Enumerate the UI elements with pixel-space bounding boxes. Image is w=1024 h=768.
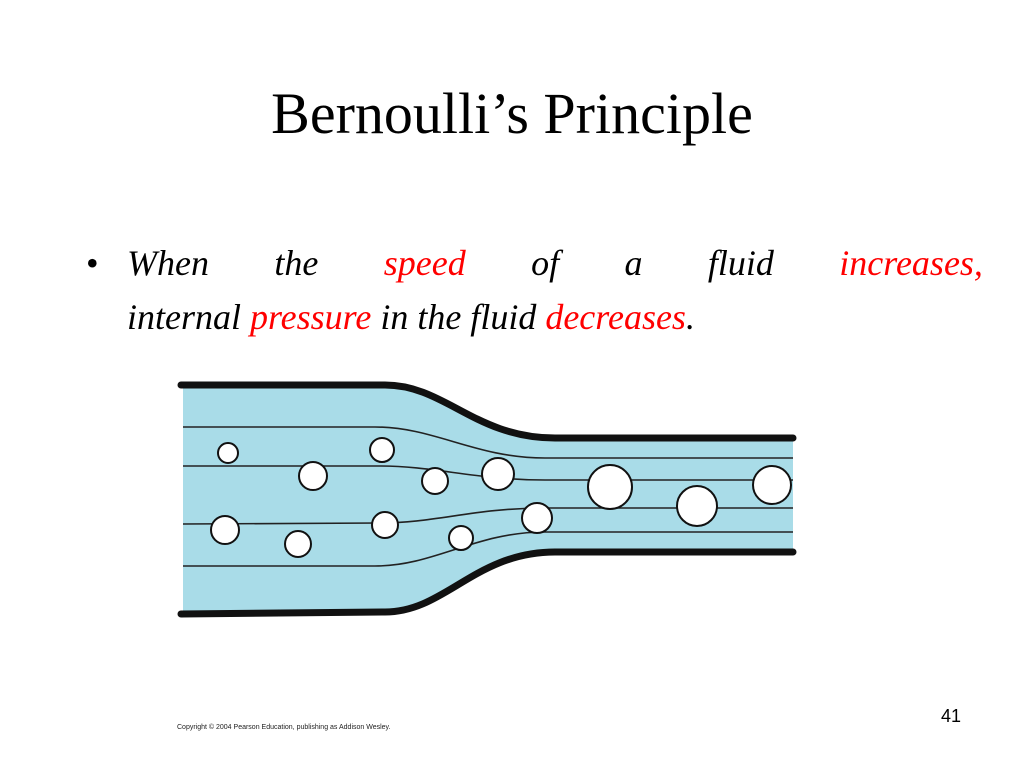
words-in-the-fluid: in the fluid xyxy=(380,297,537,337)
word-internal: internal xyxy=(127,297,241,337)
word-of: of xyxy=(531,243,560,283)
copyright-notice: Copyright © 2004 Pearson Education, publ… xyxy=(177,724,391,731)
pipe-flow-diagram xyxy=(177,381,797,618)
bubble xyxy=(284,530,312,558)
bubble xyxy=(369,437,395,463)
pipe-wall-bottom xyxy=(177,548,797,618)
streamline-2 xyxy=(183,465,793,481)
bubble xyxy=(210,515,240,545)
emphasis-pressure: pressure xyxy=(250,297,372,337)
word-the: the xyxy=(274,243,319,283)
bubble xyxy=(421,467,449,495)
emphasis-decreases: decreases xyxy=(545,297,686,337)
emphasis-speed: speed xyxy=(383,243,466,283)
emphasis-increases: increases, xyxy=(839,243,983,283)
bubble xyxy=(448,525,474,551)
pipe-wall-top xyxy=(177,381,797,442)
bullet-line-1: When the speed of a fluid increases, xyxy=(127,236,983,290)
streamline-1 xyxy=(183,426,793,459)
bubble xyxy=(298,461,328,491)
word-fluid: fluid xyxy=(707,243,774,283)
word-when: When xyxy=(127,243,209,283)
period: . xyxy=(685,297,695,337)
fluid-body xyxy=(183,388,793,612)
bubble xyxy=(371,511,399,539)
bullet-line-2: internal pressure in the fluid decreases… xyxy=(127,290,983,344)
slide-title: Bernoulli’s Principle xyxy=(271,81,753,146)
bubble xyxy=(752,465,792,505)
bubble xyxy=(676,485,718,527)
bubble xyxy=(521,502,553,534)
bullet-text: When the speed of a fluid increases, int… xyxy=(127,236,983,344)
bubble xyxy=(587,464,633,510)
word-a: a xyxy=(624,243,643,283)
bubble xyxy=(217,442,239,464)
slide-number: 41 xyxy=(941,706,962,726)
bubble xyxy=(481,457,515,491)
bullet-marker: • xyxy=(86,243,99,283)
